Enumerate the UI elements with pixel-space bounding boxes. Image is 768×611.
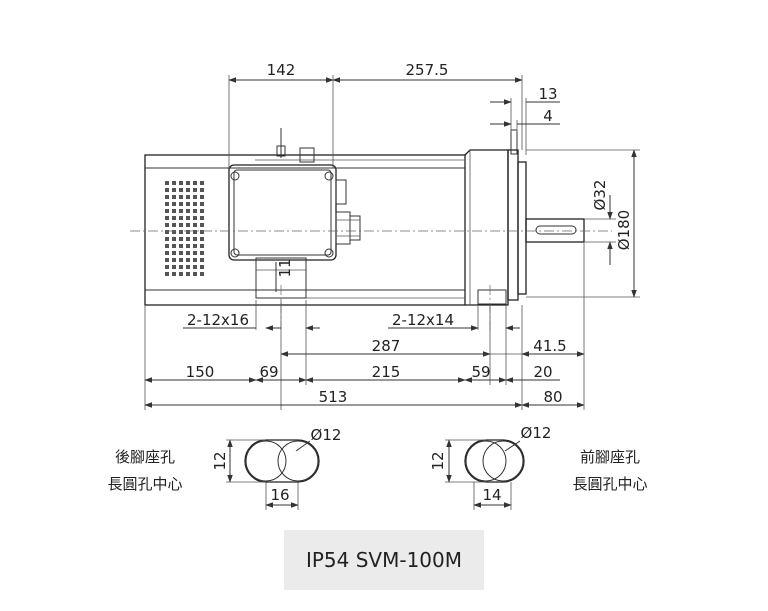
- dim-142: 142: [267, 61, 296, 79]
- dim-20: 20: [533, 363, 552, 381]
- dim-13: 13: [538, 85, 557, 103]
- rear-slot-detail: [226, 439, 320, 510]
- cable-gland: [276, 128, 361, 245]
- dim-shaft-diameter: Ø32: [591, 180, 609, 211]
- rear-slot-label-line2: 長圓孔中心: [107, 475, 182, 493]
- dim-front-holes: 2-12x14: [392, 311, 454, 329]
- shaft: [525, 218, 585, 243]
- dim-287: 287: [372, 337, 401, 355]
- bottom-dimensions: [144, 242, 585, 410]
- front-slot-width: 14: [482, 486, 501, 504]
- dim-257-5: 257.5: [406, 61, 449, 79]
- dim-215: 215: [372, 363, 401, 381]
- dim-80: 80: [543, 388, 562, 406]
- dim-rear-holes: 2-12x16: [187, 311, 249, 329]
- front-slot-label-line2: 長圓孔中心: [572, 475, 647, 493]
- dim-flange-diameter: Ø180: [615, 210, 633, 250]
- dim-513: 513: [319, 388, 348, 406]
- front-slot-label-line1: 前腳座孔: [580, 448, 640, 466]
- dim-41-5: 41.5: [533, 337, 566, 355]
- dim-4: 4: [543, 107, 553, 125]
- model-label: IP54 SVM-100M: [284, 530, 484, 590]
- fan-vent-grid: [165, 181, 204, 276]
- motor-body: [130, 128, 612, 330]
- dim-11: 11: [276, 258, 294, 277]
- front-slot-height: 12: [429, 451, 447, 470]
- front-slot-detail: [445, 439, 525, 510]
- dim-69: 69: [259, 363, 278, 381]
- dim-150: 150: [186, 363, 215, 381]
- rear-slot-width: 16: [270, 486, 289, 504]
- terminal-box: [228, 164, 337, 261]
- front-slot-diameter: Ø12: [521, 424, 552, 442]
- rear-slot-label-line1: 後腳座孔: [115, 448, 175, 466]
- rear-slot-diameter: Ø12: [311, 426, 342, 444]
- dim-59: 59: [471, 363, 490, 381]
- right-dimensions: [275, 149, 640, 298]
- top-dimensions: [228, 75, 560, 168]
- flange: [464, 129, 527, 306]
- rear-slot-height: 12: [211, 451, 229, 470]
